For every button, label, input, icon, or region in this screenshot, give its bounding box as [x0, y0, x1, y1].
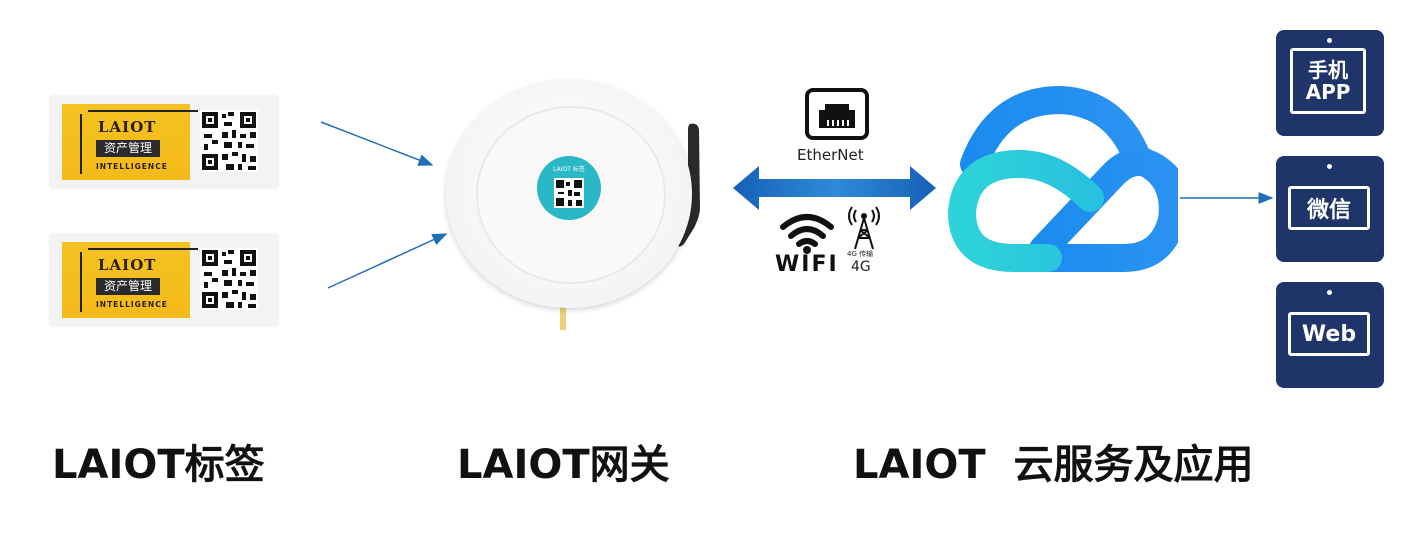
device-screen: [1288, 186, 1370, 230]
asset-tag-2: LAIOT 资产管理 INTELLIGENCE: [50, 234, 278, 326]
device-camera-dot: [1327, 290, 1332, 295]
qr-code-icon: [200, 248, 258, 310]
cloud-icon: [948, 85, 1178, 272]
arrow-tag1-gateway: [320, 121, 434, 166]
device-camera-dot: [1327, 164, 1332, 169]
cell-tower-icon: [848, 206, 880, 250]
gateway-cable: [560, 300, 566, 330]
caption-cloud: LAIOT 云服务及应用: [853, 442, 1254, 488]
app-button[interactable]: 手机 APP: [1276, 30, 1384, 136]
tag-label-area: LAIOT 资产管理 INTELLIGENCE: [62, 104, 198, 180]
device-camera-dot: [1327, 38, 1332, 43]
tag-subtitle: 资产管理: [96, 278, 160, 295]
wifi-label: WIFI: [775, 252, 839, 277]
web-button[interactable]: Web: [1276, 282, 1384, 388]
tag-subtitle: 资产管理: [96, 140, 160, 157]
gateway-antenna: [674, 123, 700, 247]
ethernet-label: EtherNet: [797, 146, 864, 164]
tag-footer: INTELLIGENCE: [96, 162, 168, 171]
wechat-button[interactable]: 微信: [1276, 156, 1384, 262]
asset-tag-1: LAIOT 资产管理 INTELLIGENCE: [50, 96, 278, 188]
gateway-badge-text: LAIOT 标签: [553, 166, 585, 173]
wifi-icon: [780, 214, 834, 254]
bidirectional-link-arrow: [733, 166, 936, 210]
device-screen: [1290, 48, 1366, 114]
gateway-inner-ring: [476, 106, 666, 284]
qr-code-icon: [554, 178, 584, 208]
tag-brand: LAIOT: [98, 256, 157, 274]
app-label: 手机 APP: [1305, 58, 1351, 104]
arrow-tag2-gateway: [327, 233, 448, 289]
tag-brand: LAIOT: [98, 118, 157, 136]
qr-code-icon: [200, 110, 258, 172]
web-label: Web: [1301, 321, 1357, 347]
wechat-label: 微信: [1306, 198, 1351, 223]
device-screen: [1288, 312, 1370, 356]
tag-footer: INTELLIGENCE: [96, 300, 168, 309]
caption-tags: LAIOT标签: [52, 442, 265, 488]
cell-label: 4G: [851, 259, 871, 275]
caption-gateway: LAIOT网关: [457, 442, 670, 488]
ethernet-port-icon: [805, 88, 869, 140]
tag-label-area: LAIOT 资产管理 INTELLIGENCE: [62, 242, 198, 318]
cell-small-label: 4G 传输: [847, 250, 874, 258]
